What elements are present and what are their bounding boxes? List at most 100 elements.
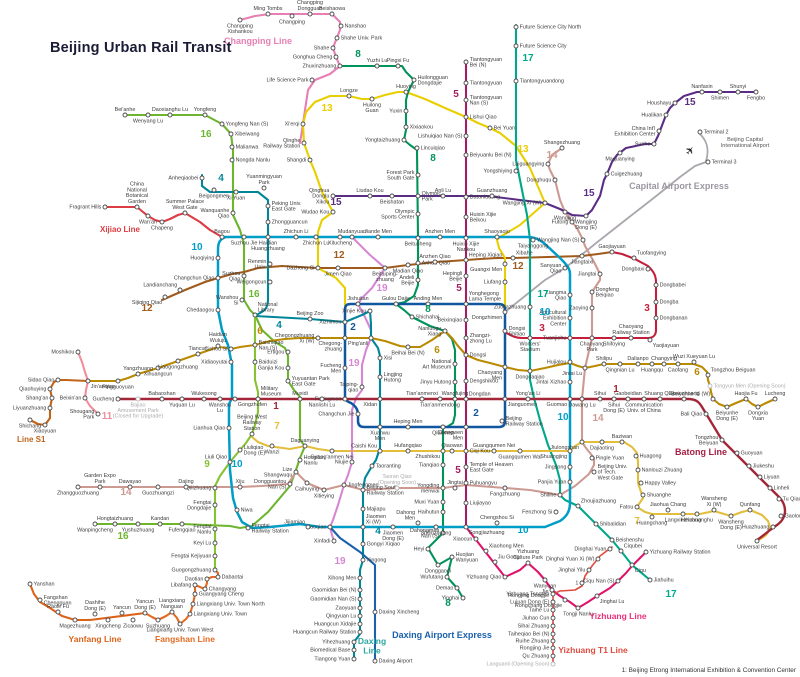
station-label: Guoyuan [741,451,763,457]
station-dot [115,396,121,402]
station-label: Xinfadi [314,539,330,545]
station-label: Jiande Men [364,229,392,235]
station-dot [617,361,623,367]
station-dot [234,507,240,513]
station-label: Pingguoyuan [102,384,133,390]
station-dot [145,213,151,219]
station-label: Future Science City North [520,25,582,31]
station-dot [368,335,374,341]
line-number-badge: 5 [456,283,462,294]
station-dot [629,562,635,568]
station-dot [743,396,749,402]
station-dot [463,396,469,402]
station-dot [300,121,306,127]
station-label: Taiping-qiao [340,382,359,394]
station-dot [267,279,273,285]
station-label: Daguanying [291,438,320,444]
station-label: Xidiaoyutai [201,360,227,366]
station-dot [487,125,493,131]
station-label: Puhuangyu [470,481,497,487]
station-dot [663,112,669,118]
station-label: Yongshiying [484,169,513,175]
station-dot [491,448,497,454]
line-number-badge: 3 [539,323,545,334]
station-dot [227,459,233,465]
station-dot [369,463,375,469]
station-label: Beijing Univ.of Tech.West Gate [598,464,628,481]
station-label: Terminal 2 [704,130,729,136]
line-number-badge: 13 [321,103,333,114]
station-label: Dawayao [119,479,141,485]
station-label: Kandan [151,516,170,522]
station-dot [307,157,313,163]
station-label: Anheqiaobei [168,176,198,182]
station-label: Zhichun Li [284,229,309,235]
station-label: Changchun Jie [318,412,354,418]
station-dot [55,609,61,615]
station-dot [586,567,592,573]
station-dot [653,299,659,305]
station-label: 1 [575,581,578,587]
station-label: Heyi [414,547,425,553]
station-label: Yongfeng Nan (S) [226,122,269,128]
station-dot [199,175,205,181]
station-label: Tongzhou Beiguan [711,368,756,374]
station-label: Tiantongyuan [470,81,502,87]
station-dot [92,521,98,527]
station-label: Ganjia Kou [258,366,285,372]
station-dot [567,479,573,485]
station-dot [550,638,556,644]
station-label: Shang'an [26,396,49,402]
station-label: Xixiaokou [410,125,433,131]
line-number-badge: 16 [200,129,212,140]
station-dot [155,365,161,371]
station-label: Dongsi [470,353,487,359]
station-dot [289,13,295,19]
station-dot [351,647,357,653]
station-dot [562,265,568,271]
station-label: Xiaohong Men [489,544,524,550]
station-label: Moshikou [51,350,74,356]
station-dot [567,379,573,385]
station-label: Taiheqiao Bei (N) [508,632,550,638]
station-dot [452,379,458,385]
station-label: Sihui [594,391,606,397]
station-dot [252,359,258,365]
station-label: Ciqu [635,568,646,574]
station-dot [360,487,366,493]
station-label: Wan'an [139,219,157,225]
station-label: Workers'Stadium [520,341,541,353]
station-dot [337,63,343,69]
station-dot [297,396,303,402]
station-dot [346,93,352,99]
station-dot [252,342,258,348]
station-dot [672,100,678,106]
station-dot [633,453,639,459]
station-label: Dongzhimen [472,315,502,321]
station-label: Laiguangying [512,162,544,168]
station-dot [440,499,446,505]
station-dot [27,417,33,423]
station-dot [135,521,141,527]
station-dot [525,396,531,402]
station-label: Nanshao [345,24,367,30]
station-label: Baiduizi [259,360,278,366]
station-dot [452,485,458,491]
station-label: Shiliuzhuang [421,530,452,536]
station-dot [550,631,556,637]
line-line-15 [331,90,758,218]
station-dot [202,112,208,118]
station-dot [595,556,601,562]
